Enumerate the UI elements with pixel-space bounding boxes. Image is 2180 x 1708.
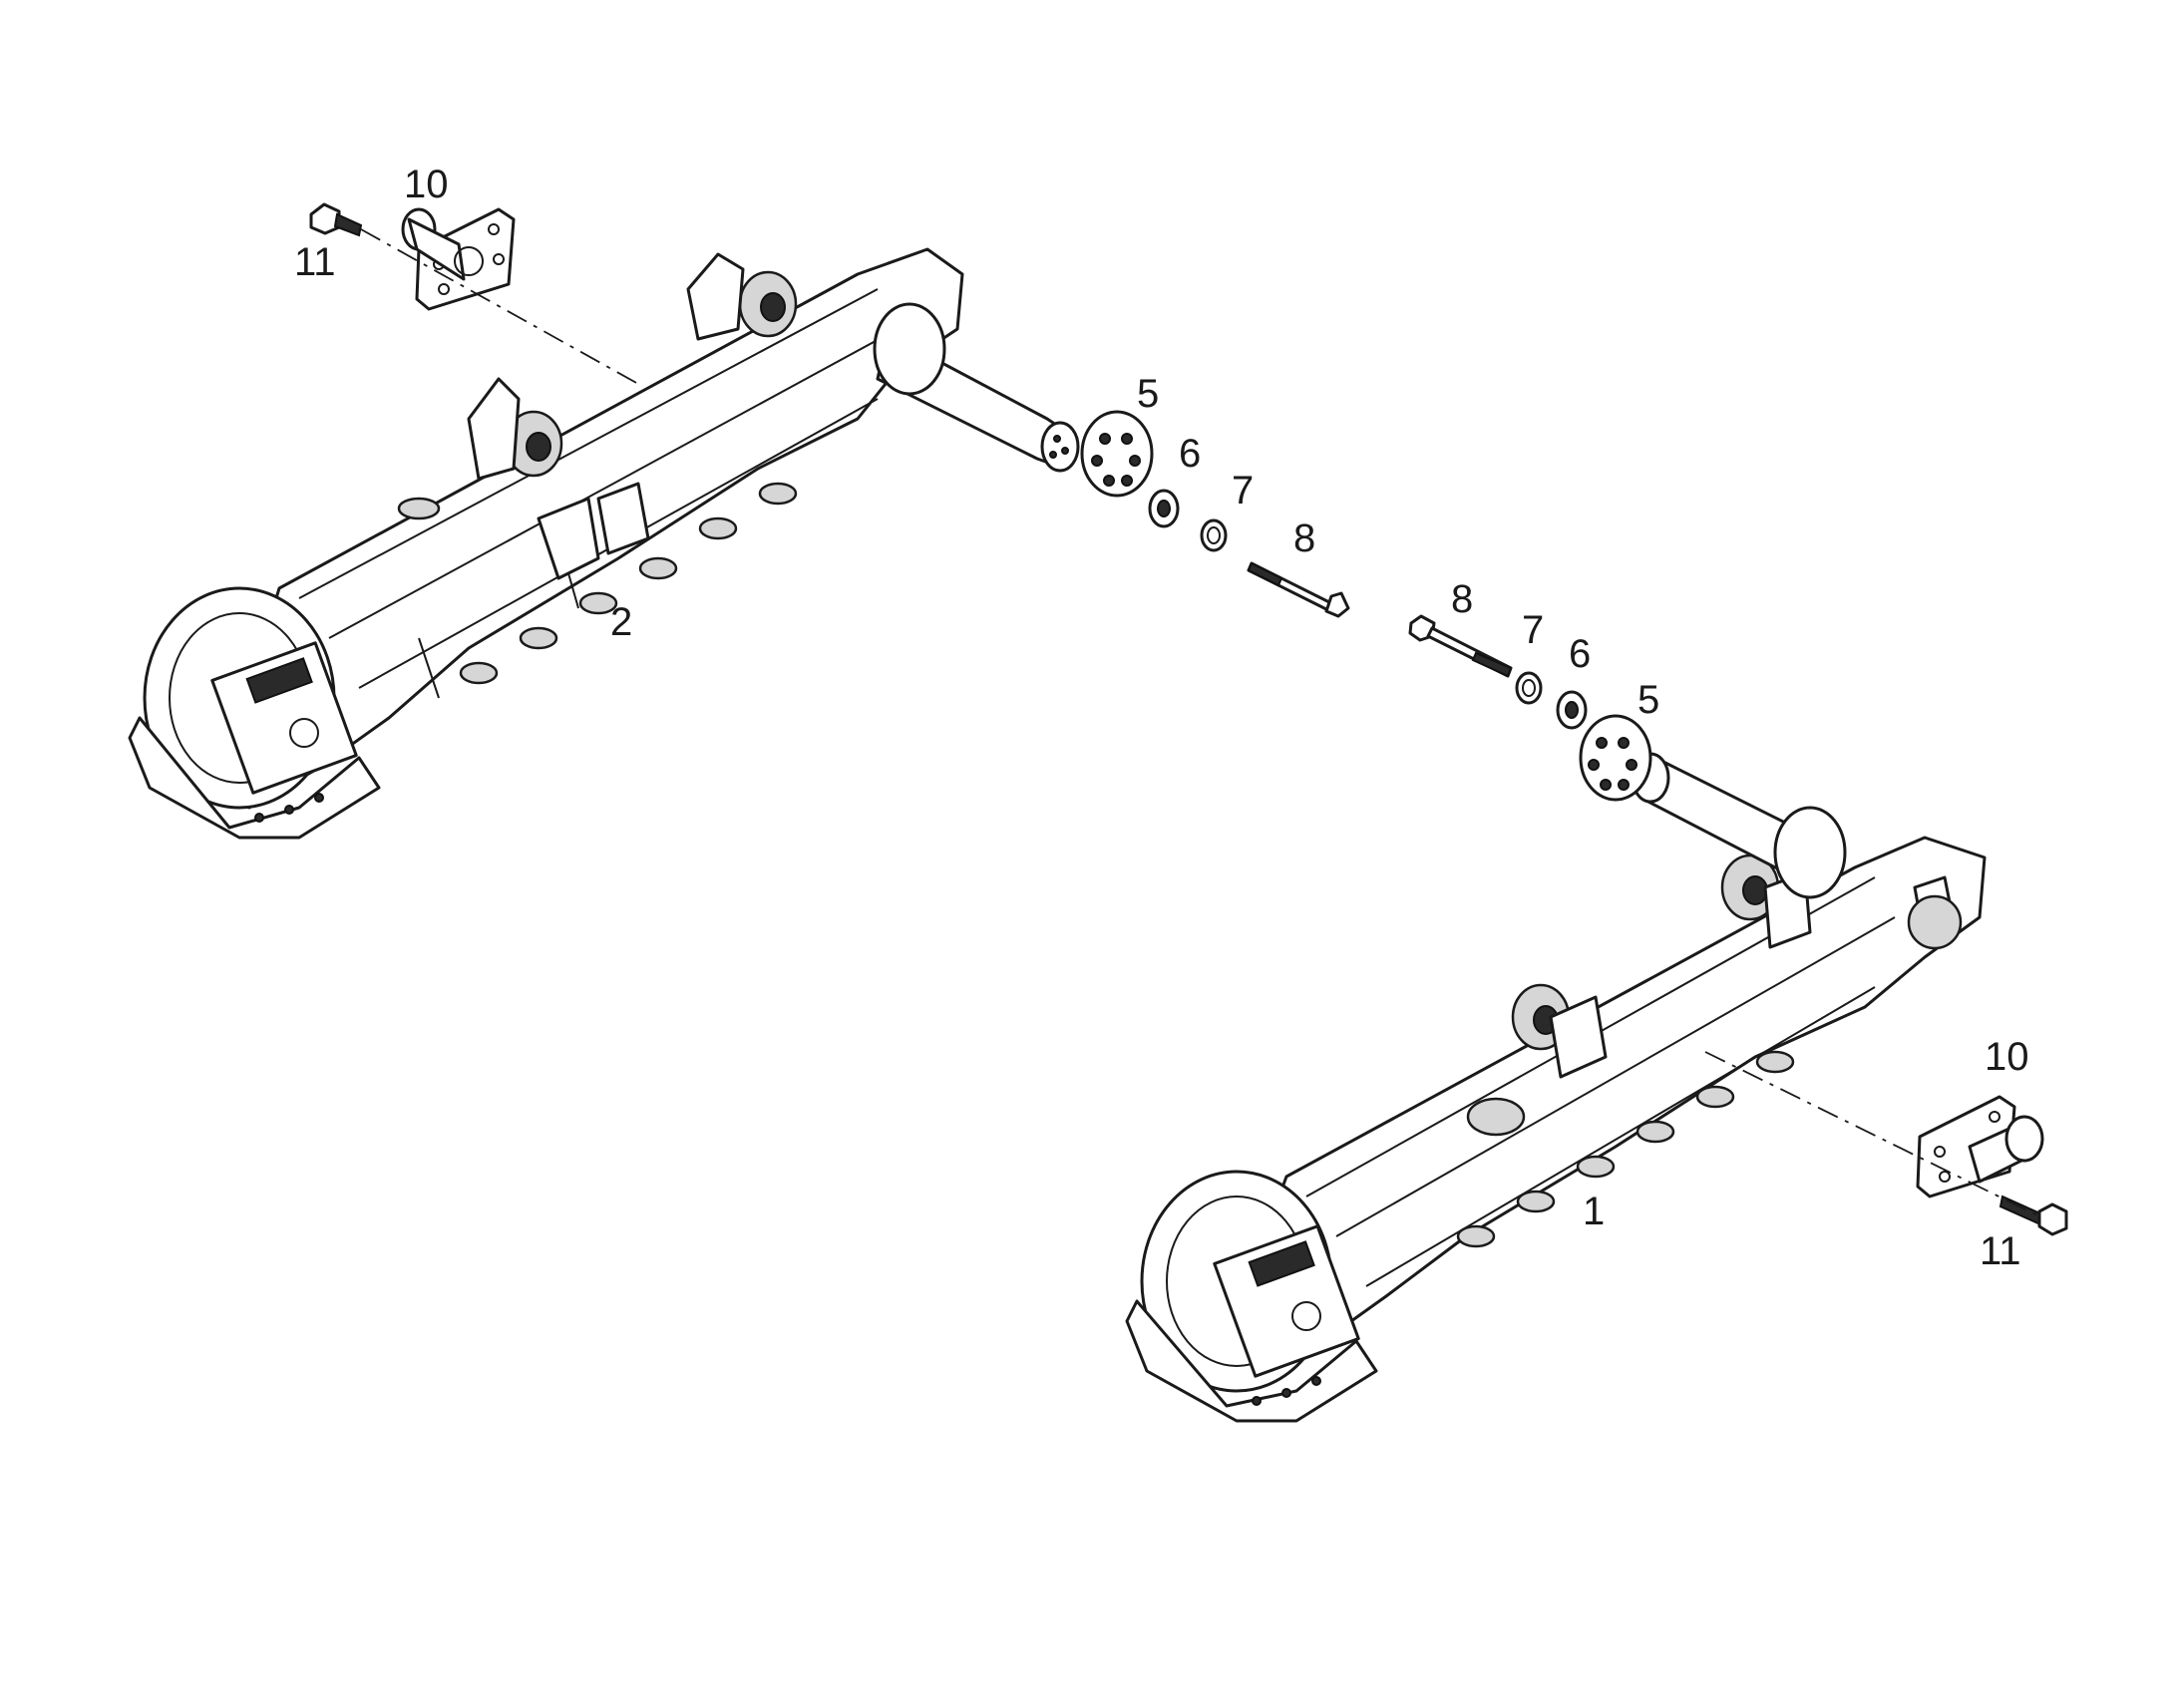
track-frame-1 (1125, 752, 1987, 1423)
pin-plate-10-right (1916, 1095, 2044, 1198)
callout-left-8: 8 (1293, 516, 1315, 560)
bottom-rollers-left (459, 482, 798, 685)
washer-7-left (1200, 518, 1228, 552)
assembly-lines (360, 228, 2040, 1217)
callout-right-11: 11 (1980, 1229, 2021, 1273)
callout-left-11: 11 (294, 240, 336, 284)
bolt-11-right (1998, 1195, 2068, 1236)
callout-item-2: 2 (610, 600, 632, 644)
callout-right-6: 6 (1569, 632, 1591, 676)
pivot-plate-5-right (1579, 714, 1652, 802)
bolt-8-right (1408, 614, 1513, 678)
bolt-11-left (309, 202, 363, 237)
idler-wheel-right (1125, 1170, 1378, 1423)
callout-right-7: 7 (1522, 608, 1544, 652)
callout-item-1: 1 (1583, 1190, 1605, 1233)
callout-right-10: 10 (1985, 1035, 2029, 1079)
bottom-rollers-right (1456, 1050, 1795, 1248)
callout-right-5: 5 (1637, 678, 1659, 722)
pivot-shaft-left (873, 302, 1080, 473)
carrier-rollers-left (467, 252, 798, 481)
pivot-plate-5-left (1080, 410, 1154, 498)
callout-labels: 1 2 10 11 5 6 7 8 8 7 6 5 10 11 (294, 163, 2029, 1273)
callout-left-5: 5 (1137, 372, 1159, 416)
callout-left-7: 7 (1232, 469, 1254, 512)
callout-left-10: 10 (404, 163, 449, 206)
callout-right-8: 8 (1451, 577, 1473, 621)
callout-left-6: 6 (1179, 432, 1201, 476)
washer-6-left (1148, 489, 1180, 528)
washer-6-right (1556, 690, 1588, 730)
washer-7-right (1515, 671, 1543, 705)
track-frame-2 (128, 247, 1080, 840)
idler-wheel-left (128, 586, 381, 840)
pin-plate-10-left (401, 207, 516, 311)
bolt-8-left (1247, 561, 1350, 618)
